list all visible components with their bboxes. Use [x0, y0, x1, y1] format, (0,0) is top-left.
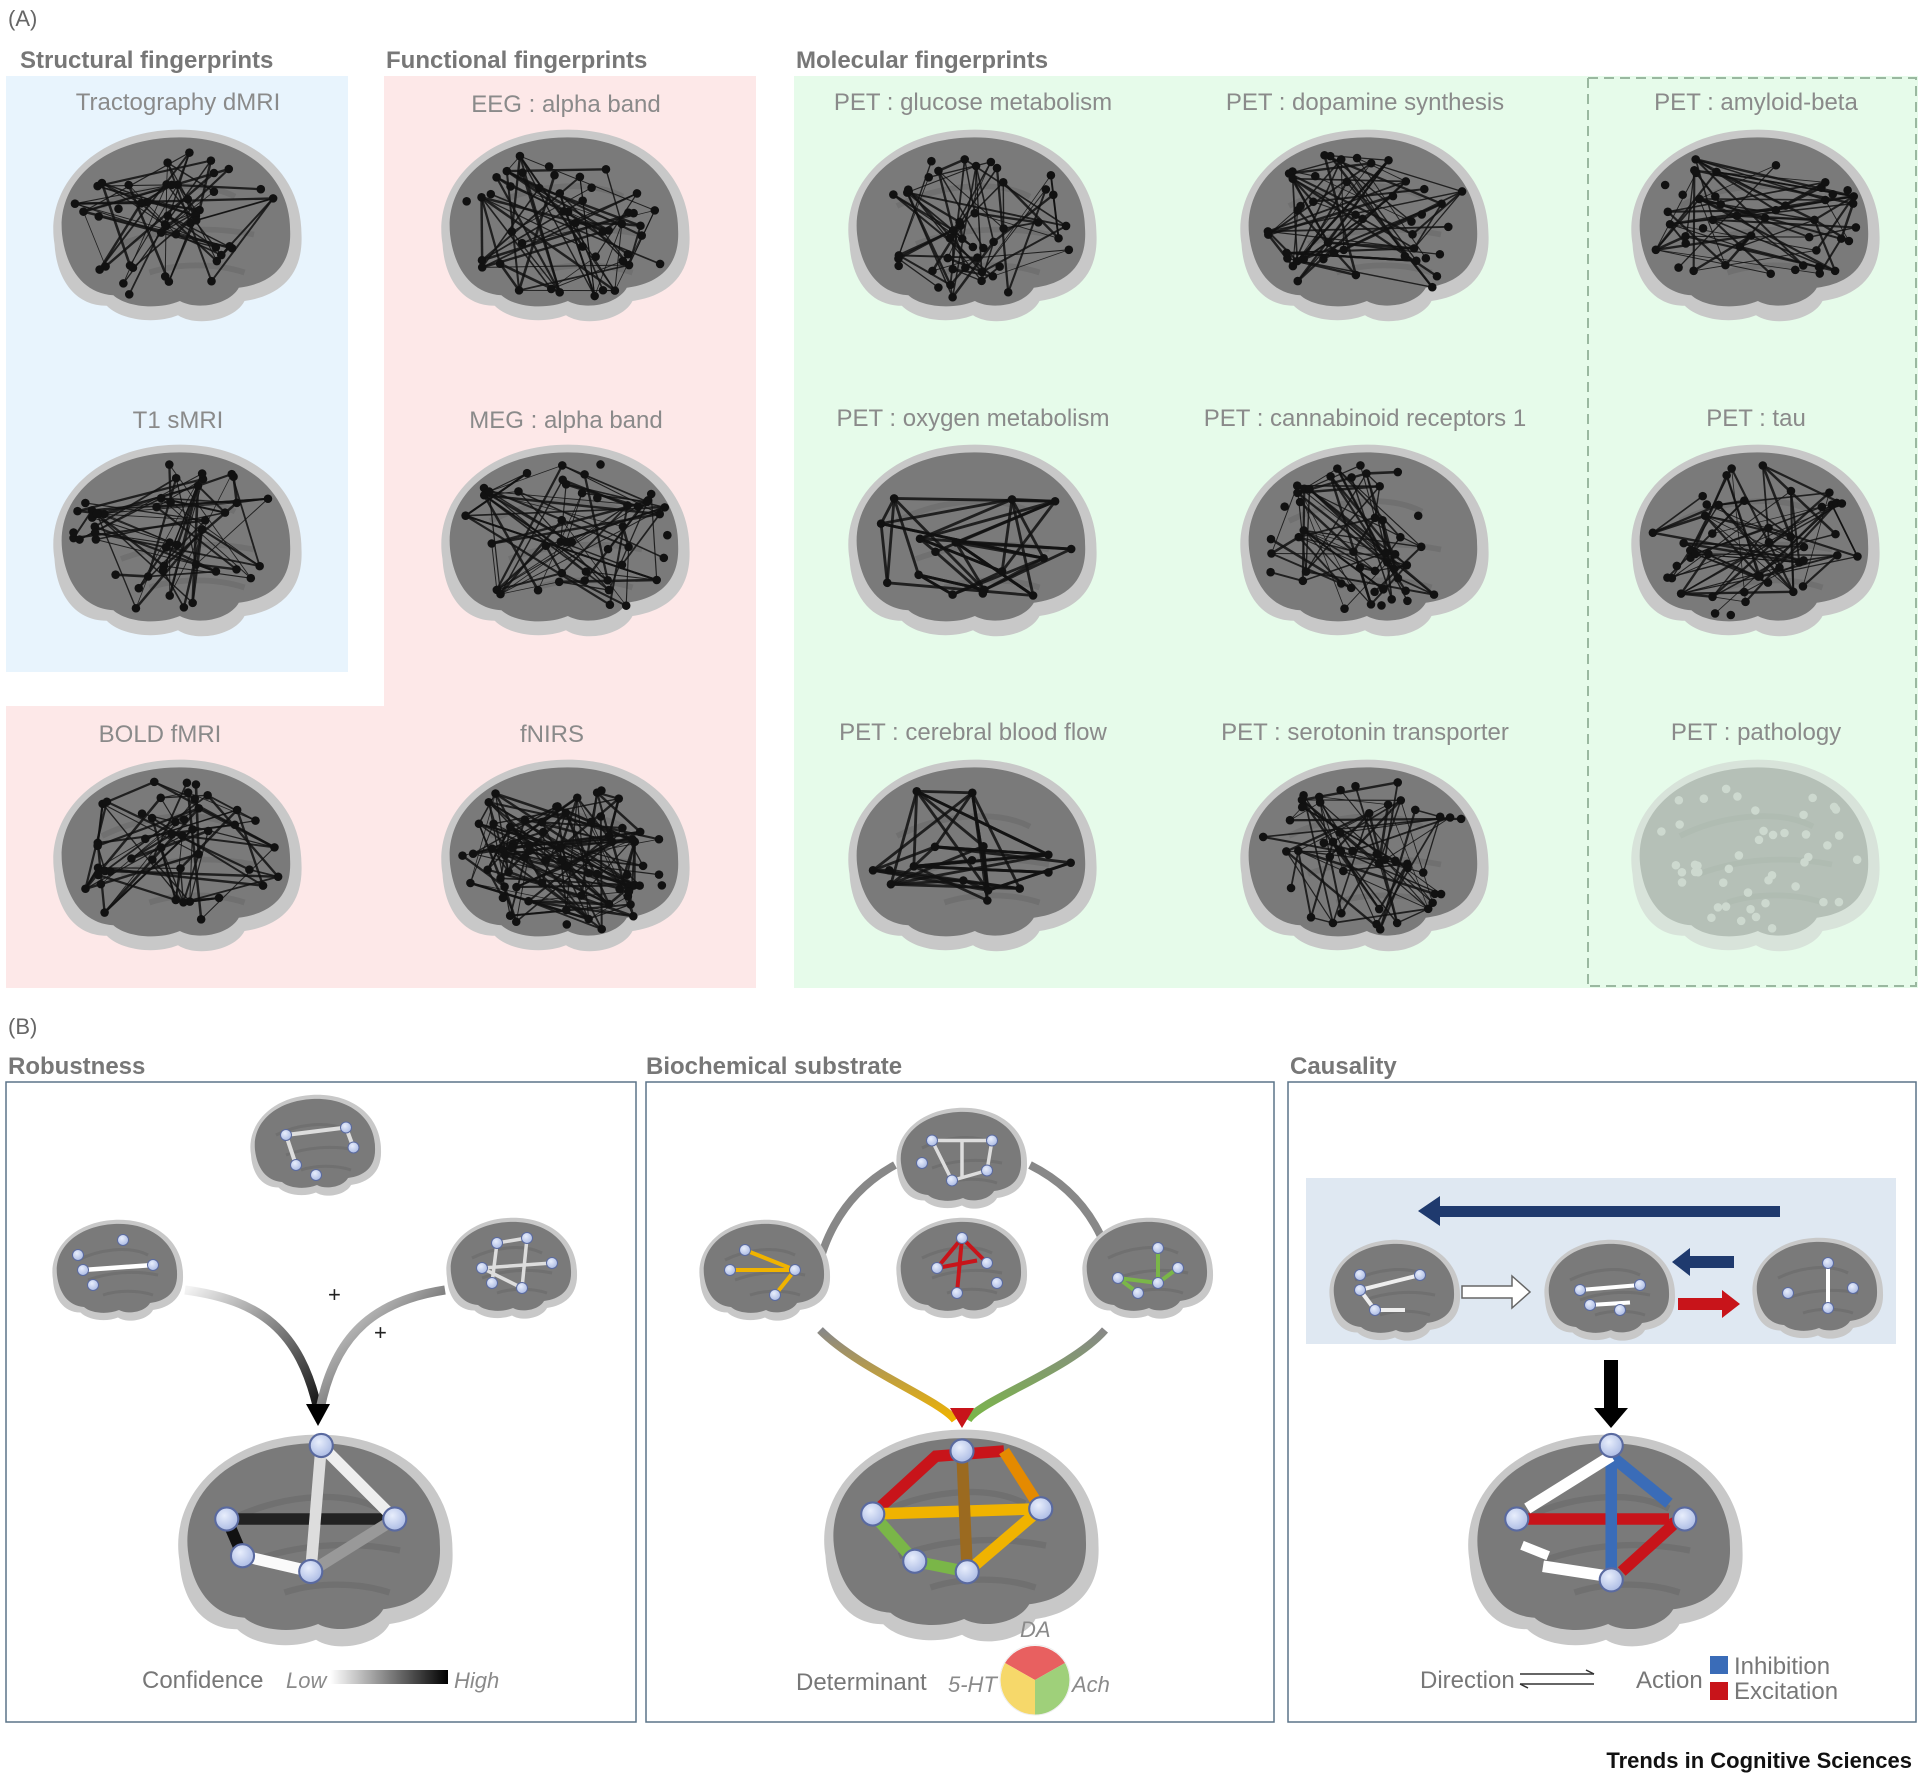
- panel-title-dopamine: PET : dopamine synthesis: [1226, 89, 1504, 116]
- direction-label: Direction: [1420, 1667, 1515, 1694]
- plus-sign-upper: +: [328, 1282, 341, 1307]
- panel-title-tractography: Tractography dMRI: [76, 89, 281, 116]
- excitation-label: Excitation: [1734, 1678, 1838, 1705]
- brain-network-fnirs: [441, 760, 689, 952]
- brain-network-dopamine: [1240, 130, 1488, 322]
- group-title-molecular: Molecular fingerprints: [796, 47, 1048, 74]
- determinant-5ht: 5-HT: [948, 1672, 998, 1697]
- brain-network-eeg: [441, 130, 689, 322]
- brain-network-glucose: [848, 130, 1096, 322]
- brain-network-oxygen: [848, 445, 1096, 637]
- biochem-brain-left: [697, 1218, 832, 1323]
- brain-network-cbf: [848, 760, 1096, 952]
- plus-sign-lower: +: [374, 1320, 387, 1345]
- robustness-title: Robustness: [8, 1053, 145, 1080]
- brain-network-meg: [441, 445, 689, 637]
- section-b-label: (B): [8, 1014, 37, 1039]
- causality-brain-2: [1542, 1238, 1677, 1343]
- panel-title-amyloid: PET : amyloid-beta: [1654, 89, 1858, 116]
- determinant-ach: Ach: [1070, 1672, 1110, 1697]
- brain-network-serotonin: [1240, 760, 1488, 952]
- brain-network-tractography: [53, 130, 301, 322]
- group-title-functional: Functional fingerprints: [386, 47, 647, 74]
- brain-network-tau: [1631, 445, 1879, 637]
- pathology-box: [1588, 77, 1917, 987]
- action-label: Action: [1636, 1667, 1703, 1694]
- causality-title: Causality: [1290, 1053, 1397, 1080]
- determinant-color-wheel: [999, 1644, 1071, 1716]
- journal-credit: Trends in Cognitive Sciences: [1606, 1748, 1912, 1773]
- group-title-structural: Structural fingerprints: [20, 47, 273, 74]
- determinant-label: Determinant: [796, 1669, 927, 1696]
- panel-title-cbf: PET : cerebral blood flow: [839, 719, 1107, 746]
- panel-title-cannabinoid: PET : cannabinoid receptors 1: [1204, 405, 1526, 432]
- robustness-brain-main: [178, 1434, 452, 1646]
- panel-title-t1: T1 sMRI: [133, 407, 224, 434]
- brain-network-pathology: [1631, 760, 1879, 952]
- direction-arrows-icon: [1519, 1669, 1595, 1689]
- biochem-brain-top: [894, 1106, 1029, 1211]
- robustness-right-flow: [315, 1285, 446, 1411]
- inhibition-label: Inhibition: [1734, 1653, 1830, 1680]
- brain-network-t1: [53, 445, 301, 637]
- brain-network-cannabinoid: [1240, 445, 1488, 637]
- biochem-brain-right: [1080, 1216, 1215, 1321]
- biochem-brain-center: [894, 1216, 1029, 1321]
- causality-brain-1: [1327, 1238, 1462, 1343]
- panel-title-eeg: EEG : alpha band: [471, 91, 660, 118]
- robustness-diagram: + +: [50, 1093, 579, 1694]
- panels-a: Tractography dMRI T1 sMRI EEG : alpha band…: [53, 89, 1879, 951]
- panel-title-glucose: PET : glucose metabolism: [834, 89, 1112, 116]
- inhibition-swatch: [1710, 1656, 1728, 1674]
- robustness-left-flow: [184, 1285, 323, 1411]
- section-a-label: (A): [8, 6, 37, 31]
- robustness-arrowhead: [306, 1404, 330, 1426]
- panel-title-fnirs: fNIRS: [520, 721, 584, 748]
- biochem-brain-main: [824, 1430, 1098, 1642]
- confidence-high: High: [454, 1668, 499, 1693]
- confidence-gradient-bar: [330, 1670, 448, 1684]
- panel-title-oxygen: PET : oxygen metabolism: [836, 405, 1109, 432]
- brain-network-bold: [53, 760, 301, 952]
- robustness-brain-top: [248, 1093, 383, 1198]
- excitation-swatch: [1710, 1682, 1728, 1700]
- causality-brain-3: [1750, 1236, 1885, 1341]
- panel-title-meg: MEG : alpha band: [469, 407, 662, 434]
- biochemical-title: Biochemical substrate: [646, 1053, 902, 1080]
- causality-diagram: Direction Action Inhibition Excitation: [1306, 1178, 1896, 1705]
- panel-title-bold: BOLD fMRI: [99, 721, 222, 748]
- biochemical-diagram: Determinant DA 5-HT Ach: [697, 1106, 1215, 1716]
- robustness-brain-left: [50, 1218, 185, 1323]
- panel-title-tau: PET : tau: [1706, 405, 1806, 432]
- robustness-brain-right: [444, 1216, 579, 1321]
- panel-title-pathology: PET : pathology: [1671, 719, 1841, 746]
- confidence-low: Low: [286, 1668, 328, 1693]
- panel-title-serotonin: PET : serotonin transporter: [1221, 719, 1509, 746]
- confidence-label: Confidence: [142, 1667, 263, 1694]
- determinant-da: DA: [1020, 1617, 1051, 1642]
- causality-brain-main: [1468, 1434, 1742, 1646]
- brain-network-amyloid: [1631, 130, 1879, 322]
